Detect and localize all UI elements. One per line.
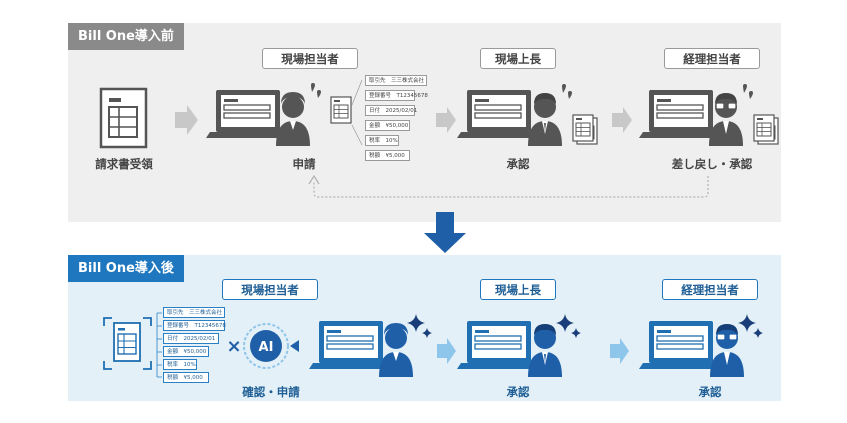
arrow-up-icon <box>308 174 320 185</box>
return-loop-line <box>313 176 709 198</box>
sweat-drops-icon <box>743 84 753 99</box>
invoice-field: 日付 2025/02/01 <box>163 333 219 344</box>
sweat-drops-icon <box>562 84 572 99</box>
person-glasses-icon <box>709 93 743 146</box>
sparkle-icon <box>407 314 425 332</box>
after-step-approve-manager: 承認 <box>506 385 530 399</box>
laptop-icon <box>638 89 724 139</box>
arrow-right-icon <box>437 338 456 364</box>
before-role-staff: 現場担当者 <box>262 48 358 69</box>
sparkle-icon <box>556 314 574 332</box>
before-step-return-approve: 差し戻し・承認 <box>671 157 753 171</box>
invoice-field: 税額 ¥5,000 <box>365 150 410 161</box>
arrow-right-icon <box>175 105 198 135</box>
arrow-right-icon <box>290 340 299 352</box>
person-glasses-icon-blue <box>710 324 744 377</box>
after-step-confirm-apply: 確認・申請 <box>242 385 300 399</box>
sparkle-icon <box>738 314 756 332</box>
arrow-right-icon <box>612 107 632 133</box>
after-section-title: Bill One導入後 <box>68 255 184 282</box>
sparkle-icon <box>753 328 763 338</box>
document-stack-icon <box>753 114 779 145</box>
connector-lines <box>156 312 162 378</box>
times-icon: × <box>226 336 241 357</box>
laptop-icon <box>308 320 394 370</box>
invoice-field: 登録番号 T12345678 <box>163 320 226 331</box>
person-male-icon <box>528 93 562 146</box>
invoice-doc-icon-blue <box>113 322 141 362</box>
after-invoice-fields: 取引先 三三株式会社 登録番号 T12345678 日付 2025/02/01 … <box>163 307 226 383</box>
laptop-icon <box>205 89 291 139</box>
person-male-icon-blue <box>528 324 562 377</box>
before-section-title: Bill One導入前 <box>68 23 184 50</box>
sweat-drops-icon <box>311 83 321 98</box>
before-step-apply: 申請 <box>292 157 316 171</box>
laptop-icon <box>638 320 724 370</box>
invoice-field: 税額 ¥5,000 <box>163 372 209 383</box>
after-role-manager: 現場上長 <box>480 279 556 300</box>
ai-badge-icon <box>243 323 289 369</box>
document-stack-icon <box>572 114 598 145</box>
arrow-right-icon <box>436 107 456 133</box>
invoice-field: 取引先 三三株式会社 <box>163 307 225 318</box>
before-role-accounting: 経理担当者 <box>664 48 760 69</box>
invoice-field: 税率 10% <box>365 135 399 146</box>
invoice-field: 金額 ¥50,000 <box>365 120 410 131</box>
invoice-field: 取引先 三三株式会社 <box>365 75 427 86</box>
after-step-approve-accounting: 承認 <box>698 385 722 399</box>
arrow-down-icon <box>424 212 466 253</box>
before-step-approve: 承認 <box>506 157 530 171</box>
person-female-icon-blue <box>379 323 413 377</box>
person-female-icon <box>276 92 310 146</box>
laptop-icon <box>456 89 542 139</box>
arrow-right-icon <box>610 338 629 364</box>
ai-badge-label: AI <box>259 340 274 355</box>
before-role-manager: 現場上長 <box>480 48 556 69</box>
invoice-field: 登録番号 T12345678 <box>365 90 428 101</box>
laptop-icon <box>456 320 542 370</box>
invoice-field: 金額 ¥50,000 <box>163 346 209 357</box>
invoice-doc-icon <box>99 87 148 149</box>
after-role-staff: 現場担当者 <box>222 279 318 300</box>
invoice-field: 日付 2025/02/01 <box>365 105 417 116</box>
before-invoice-fields: 取引先 三三株式会社 登録番号 T12345678 日付 2025/02/01 … <box>365 75 428 161</box>
document-icon <box>330 96 352 124</box>
sparkle-icon <box>571 328 581 338</box>
scan-frame-icon <box>103 317 152 370</box>
invoice-field: 税率 10% <box>163 359 197 370</box>
sparkle-icon <box>422 328 432 338</box>
after-role-accounting: 経理担当者 <box>662 279 758 300</box>
before-step-receive: 請求書受領 <box>95 157 153 171</box>
